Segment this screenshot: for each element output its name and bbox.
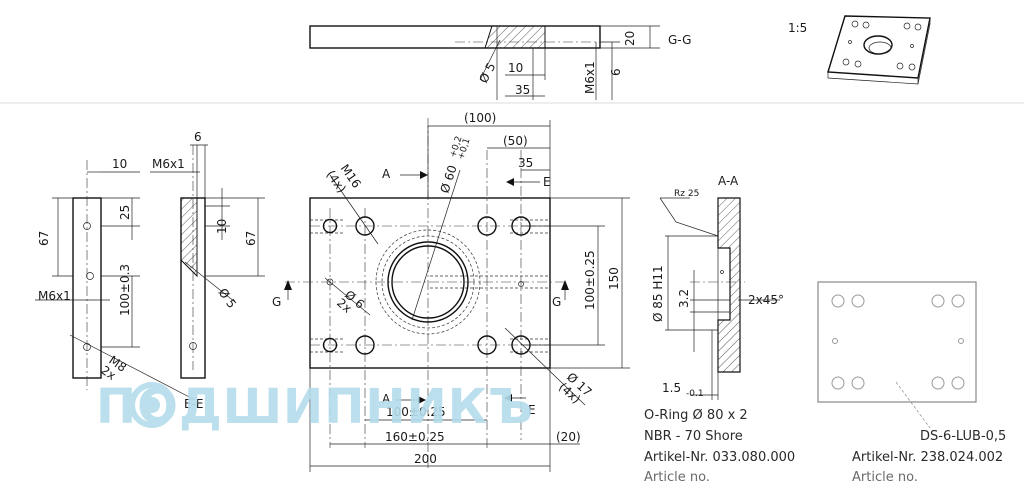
aa-chamfer: 2x45° <box>748 293 784 307</box>
ds-line2: Artikel-Nr. 238.024.002 <box>852 450 1003 465</box>
ee-m6-dim: M6x1 <box>38 289 71 303</box>
oring-line2: NBR - 70 Shore <box>644 429 743 444</box>
cut-g-left: G <box>272 295 281 309</box>
bottom-20-dim: (20) <box>556 430 581 444</box>
dia60-dim: Ø 60 <box>438 163 460 194</box>
ds-plate <box>817 281 977 429</box>
ds-line1: DS-6-LUB-0,5 <box>920 429 1006 444</box>
ee-100-dim: 100±0.3 <box>118 264 132 316</box>
oring-label: O-Ring Ø 80 x 2 NBR - 70 Shore Artikel-N… <box>644 408 795 485</box>
aa-rz: Rz 25 <box>674 189 699 199</box>
top-50-dim: (50) <box>503 134 528 148</box>
gg-m6-dim: M6x1 <box>583 61 597 94</box>
gg-height-dim: 20 <box>623 31 637 46</box>
gg-depth-dim: 6 <box>609 68 623 76</box>
oring-line1: O-Ring Ø 80 x 2 <box>644 408 748 423</box>
ee-10-dim: 10 <box>112 157 127 171</box>
right-150-dim: 150 <box>607 267 621 290</box>
gg-section-label: G-G <box>668 33 691 47</box>
top-35-dim: 35 <box>518 156 533 170</box>
ee-67-dim: 67 <box>37 231 51 246</box>
watermark: ПОДШИПНИКЪ <box>96 379 534 435</box>
oring-line3: Artikel-Nr. 033.080.000 <box>644 450 795 465</box>
cut-g-right: G <box>552 295 561 309</box>
bottom-200-dim: 200 <box>414 452 437 466</box>
cut-a-top: A <box>382 167 391 181</box>
side-10-dim: 10 <box>215 219 229 234</box>
ee-m8-count: 2x <box>98 363 118 383</box>
main-plate: (100) (50) 35 Ø 60 +0,2 +0,1 M16 (4x) Ø … <box>272 111 630 472</box>
iso-view <box>827 15 931 85</box>
gg-hatch <box>484 25 546 49</box>
bottom-100-dim: 100±0.25 <box>386 405 446 419</box>
section-aa: A-A Rz 25 Ø 85 H11 3.2 2x45° 1.5 -0.1 <box>651 174 784 400</box>
watermark-bearing-icon <box>129 382 175 428</box>
aa-15-tol: -0.1 <box>686 389 704 399</box>
aa-15: 1.5 <box>662 381 681 395</box>
cut-a-bottom: A <box>382 392 391 406</box>
ds-label: DS-6-LUB-0,5 Artikel-Nr. 238.024.002 Art… <box>852 429 1006 485</box>
watermark-bearing-core <box>144 397 160 413</box>
oring-line4: Article no. <box>644 470 710 485</box>
gg-bar <box>309 25 601 49</box>
ee-section-label: E-E <box>184 397 204 411</box>
aa-32: 3.2 <box>677 289 691 308</box>
side-67-dim: 67 <box>244 231 258 246</box>
right-100-dim: 100±0.25 <box>583 250 597 310</box>
cut-e-top: E <box>543 175 551 189</box>
scale-label: 1:5 <box>788 21 807 35</box>
side-6-dim: 6 <box>194 130 202 144</box>
ee-25-dim: 25 <box>118 205 132 220</box>
ds-line3: Article no. <box>852 470 918 485</box>
cut-e-bottom: E <box>528 403 536 417</box>
aa-section-label: A-A <box>718 174 739 188</box>
bottom-160-dim: 160±0.25 <box>385 430 445 444</box>
side-view: 6 M6x1 10 67 Ø 5 <box>150 130 265 379</box>
watermark-text: ПОДШИПНИКЪ <box>96 379 534 435</box>
side-m6-dim: M6x1 <box>152 157 185 171</box>
gg-ten-dim: 10 <box>508 61 523 75</box>
gg-35-dim: 35 <box>515 83 530 97</box>
top-100-dim: (100) <box>464 111 496 125</box>
gg-dia5-dim: Ø 5 <box>476 60 498 85</box>
aa-dia85: Ø 85 H11 <box>651 265 665 322</box>
plate-outline <box>309 197 551 369</box>
section-ee: 10 67 25 100±0.3 M6x1 M8 2x E-E <box>35 157 204 411</box>
section-gg: 20 6 10 35 M6x1 Ø 5 G-G <box>309 25 691 100</box>
